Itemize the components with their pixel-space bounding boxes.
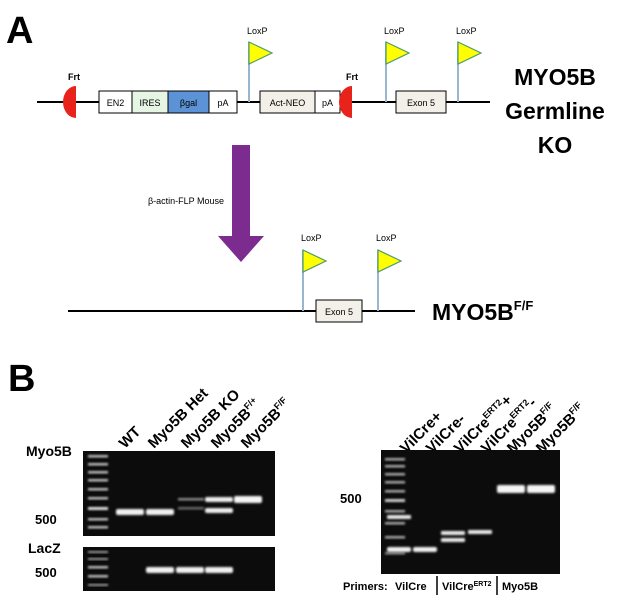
floxed-loxp-label-2: LoxP <box>376 233 397 243</box>
flp-arrow-label: β-actin-FLP Mouse <box>148 196 224 206</box>
primers-label: Primers: <box>343 581 388 593</box>
primer-group-vilcre-ert2: VilCreERT2 <box>442 581 492 593</box>
loxp-label-3: LoxP <box>456 26 477 36</box>
primer-group-vilcre: VilCre <box>395 581 427 593</box>
right-gel-background <box>381 450 560 574</box>
ladder-band <box>385 481 405 484</box>
germline-construct: Frt EN2 IRES βgal pA Act-NEO pA Frt Exon… <box>37 26 490 118</box>
ladder-band <box>385 473 405 476</box>
lacz-band-fplus <box>205 567 233 573</box>
ladder-band <box>88 551 108 553</box>
left-gel-lane-labels: WT Myo5B Het Myo5B KO Myo5BF/+ Myo5BF/F <box>116 385 289 452</box>
myo5b-band-wt <box>116 509 144 515</box>
ladder-band <box>88 526 108 529</box>
myo5b-gel <box>83 451 275 536</box>
germline-title-line2: Germline <box>505 98 605 124</box>
myo5b-band-fplus-lower <box>205 508 233 513</box>
pa-label-1: pA <box>217 98 228 108</box>
myo5b-band-ko-upper <box>178 498 204 501</box>
floxed-title: MYO5BF/F <box>432 298 533 325</box>
loxp-flag-3 <box>457 41 483 65</box>
exon5-box-germline <box>395 90 447 114</box>
exon5-label-germline: Exon 5 <box>407 98 435 108</box>
floxed-loxp-flag-1 <box>302 249 328 273</box>
myo5b-ff-band-2 <box>527 485 555 493</box>
lacz-gel <box>83 547 275 591</box>
ladder-band <box>385 536 405 539</box>
loxp-flag-1 <box>248 41 274 65</box>
ladder-band <box>385 499 405 502</box>
bgal-label: βgal <box>180 98 197 108</box>
ladder-band <box>88 518 108 521</box>
vilcre-ert2-minus-band <box>468 530 492 534</box>
germline-title-line1: MYO5B <box>514 64 596 90</box>
floxed-title-sup: F/F <box>514 298 534 313</box>
ladder-band <box>385 490 405 493</box>
ladder-band <box>88 471 108 474</box>
panel-a-label: A <box>6 10 33 52</box>
ladder-band <box>385 458 405 461</box>
pa-box-1 <box>208 90 238 114</box>
loxp-label-2: LoxP <box>384 26 405 36</box>
loxp-label-1: LoxP <box>247 26 268 36</box>
germline-title-line3: KO <box>538 132 573 158</box>
floxed-title-main: MYO5B <box>432 299 514 325</box>
ires-label: IRES <box>139 98 160 108</box>
frt-site-2 <box>339 86 352 118</box>
myo5b-band-fplus-upper <box>205 497 233 502</box>
myo5b-row-label: Myo5B <box>26 443 72 459</box>
flp-arrow <box>218 145 264 262</box>
left-lane-label-1: WT <box>116 423 145 452</box>
myo5b-size-marker: 500 <box>35 512 57 527</box>
ladder-band <box>88 507 108 510</box>
en2-label: EN2 <box>107 98 125 108</box>
ladder-band <box>88 497 108 500</box>
right-gel-lane-labels: VilCre+ VilCre- VilCreERT2+ VilCreERT2- … <box>397 392 584 457</box>
ladder-band <box>88 479 108 482</box>
actneo-label: Act-NEO <box>270 98 306 108</box>
loxp-flag-2 <box>385 41 411 65</box>
vilcre-ert2-plus-band-lower <box>441 538 465 542</box>
ladder-band <box>88 463 108 466</box>
myo5b-band-ff <box>234 496 262 503</box>
vilcre-plus-band-upper <box>387 515 411 519</box>
ladder-band <box>88 575 108 578</box>
lacz-band-ko <box>176 567 204 573</box>
floxed-loxp-flag-2 <box>377 249 403 273</box>
myo5b-band-ko-lower <box>178 507 204 510</box>
ladder-band <box>88 455 108 458</box>
right-gel-size-marker: 500 <box>340 491 362 506</box>
ladder-band <box>385 465 405 468</box>
myo5b-ff-band-1 <box>497 485 525 493</box>
frt-label-2: Frt <box>346 72 358 82</box>
ladder-band <box>88 566 108 569</box>
floxed-loxp-label-1: LoxP <box>301 233 322 243</box>
frt-label-1: Frt <box>68 72 80 82</box>
right-gel <box>381 450 560 574</box>
vilcre-plus-band-lower <box>387 547 411 552</box>
lacz-band-het <box>146 567 174 573</box>
pa-label-2: pA <box>322 98 333 108</box>
vilcre-minus-band <box>413 547 437 552</box>
frt-site-1 <box>63 86 76 118</box>
vilcre-ert2-plus-band-upper <box>441 531 465 535</box>
ladder-band <box>385 552 405 555</box>
floxed-construct: Exon 5 LoxP LoxP <box>68 233 415 323</box>
ladder-band <box>88 488 108 491</box>
ladder-band <box>385 510 405 513</box>
ladder-band <box>385 522 405 525</box>
lacz-size-marker: 500 <box>35 565 57 580</box>
myo5b-band-het <box>146 509 174 515</box>
panel-b-label: B <box>8 358 35 400</box>
exon5-box-floxed <box>315 299 363 323</box>
myo5b-gel-background <box>83 451 275 536</box>
primer-group-myo5b: Myo5B <box>502 581 538 593</box>
ladder-band <box>88 558 108 560</box>
ladder-band <box>88 584 108 586</box>
exon5-label-floxed: Exon 5 <box>325 307 353 317</box>
lacz-row-label: LacZ <box>28 540 61 556</box>
